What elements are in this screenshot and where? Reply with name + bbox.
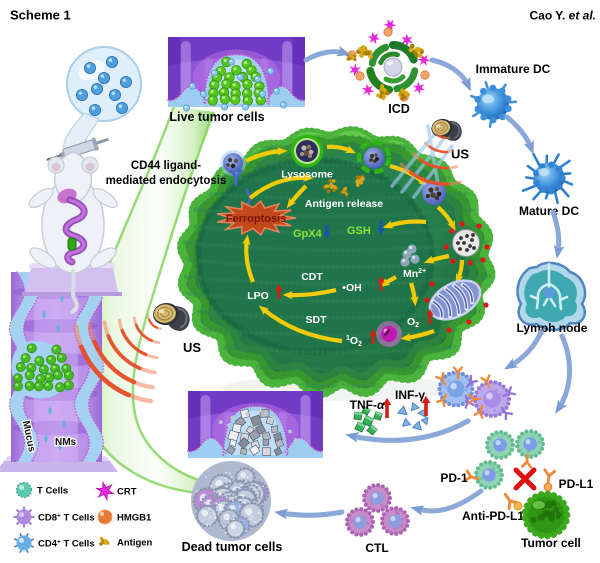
svg-text:CD44 ligand-: CD44 ligand-	[131, 160, 201, 172]
svg-text:PD-L1: PD-L1	[559, 477, 594, 491]
svg-text:Scheme 1: Scheme 1	[10, 8, 71, 23]
svg-text:INF-γ: INF-γ	[395, 388, 425, 402]
svg-text:Cao Y. et al.: Cao Y. et al.	[530, 9, 597, 23]
svg-text:US: US	[451, 147, 469, 162]
svg-text:Mature DC: Mature DC	[519, 204, 579, 218]
svg-text:GSH: GSH	[347, 225, 371, 237]
svg-text:•OH: •OH	[342, 282, 361, 294]
svg-text:T Cells: T Cells	[37, 486, 68, 497]
svg-text:CTL: CTL	[365, 541, 388, 555]
svg-text:GpX4: GpX4	[293, 228, 323, 240]
svg-text:HMGB1: HMGB1	[117, 513, 152, 524]
svg-text:CDT: CDT	[301, 271, 323, 283]
svg-text:CRT: CRT	[117, 487, 137, 498]
svg-text:Lysosome: Lysosome	[281, 169, 333, 181]
svg-text:CD4+ T Cells: CD4+ T Cells	[38, 539, 95, 550]
svg-text:Lymph node: Lymph node	[517, 321, 588, 335]
svg-text:PD-1: PD-1	[440, 471, 468, 485]
svg-text:Ferroptosis: Ferroptosis	[226, 213, 287, 225]
svg-text:Live tumor cells: Live tumor cells	[169, 110, 264, 124]
svg-text:LPO: LPO	[247, 290, 269, 302]
svg-text:1O2: 1O2	[346, 335, 362, 348]
svg-text:SDT: SDT	[306, 314, 328, 326]
svg-text:CD8+ T Cells: CD8+ T Cells	[38, 513, 95, 524]
svg-text:Antigen: Antigen	[117, 538, 153, 549]
svg-text:NMs: NMs	[55, 437, 77, 448]
svg-text:Tumor cell: Tumor cell	[521, 536, 581, 550]
svg-text:US: US	[183, 340, 201, 355]
svg-text:ICD: ICD	[388, 102, 410, 116]
svg-text:mediated endocytosis: mediated endocytosis	[106, 175, 227, 187]
svg-text:Anti-PD-L1: Anti-PD-L1	[462, 509, 524, 523]
svg-text:Dead tumor cells: Dead tumor cells	[182, 540, 283, 554]
svg-text:Antigen release: Antigen release	[305, 198, 383, 210]
svg-text:Immature DC: Immature DC	[476, 62, 551, 76]
svg-text:TNF-α: TNF-α	[350, 398, 385, 412]
